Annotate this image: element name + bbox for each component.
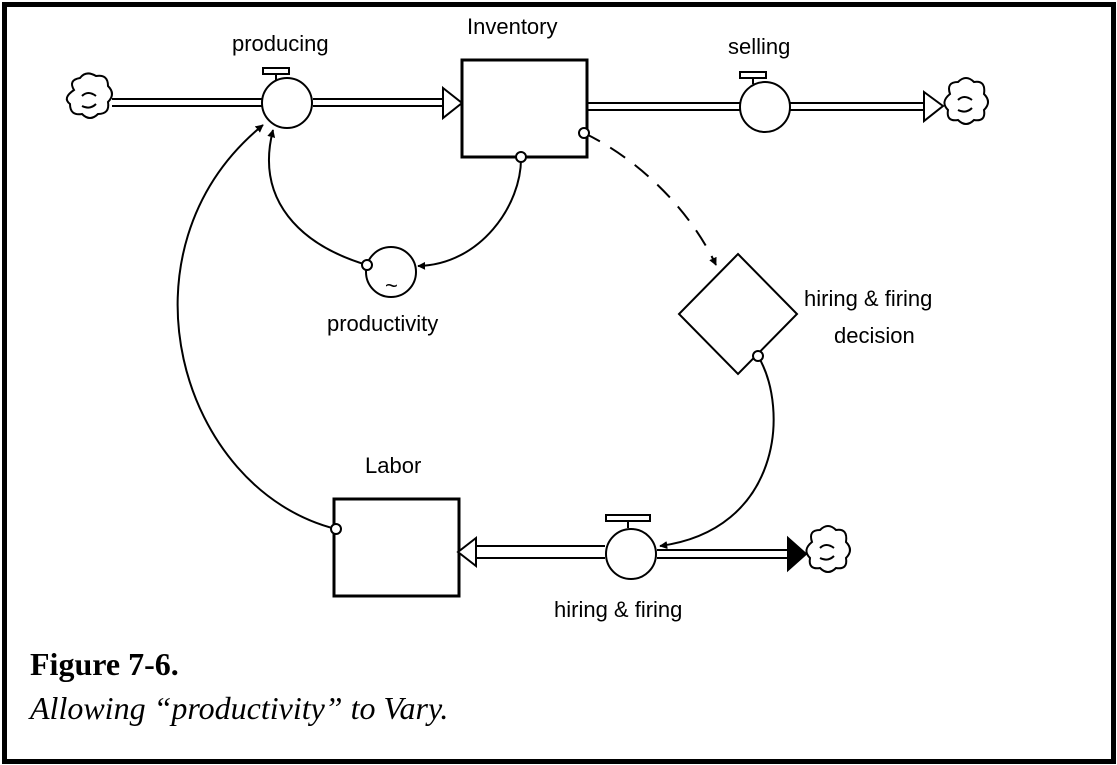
hiring-firing-decision-node [677,252,799,376]
hiring-firing-valve [605,514,657,580]
producing-valve [261,67,313,129]
productivity-label: productivity [327,311,438,336]
sink-cloud-lower-icon [805,525,851,573]
hiring-firing-label: hiring & firing [554,597,682,622]
selling-flow-pipe [587,90,945,124]
inventory-stock [460,58,589,159]
source-cloud-icon [65,72,113,119]
connector-inventory-to-decision [578,127,717,266]
selling-label: selling [728,34,790,59]
producing-flow-pipe [112,85,464,121]
figure-caption-subtitle: Allowing “productivity” to Vary. [30,690,449,726]
selling-valve [739,71,791,133]
decision-label-line1: hiring & firing [804,286,932,311]
producing-label: producing [232,31,329,56]
productivity-tilde: ~ [385,273,398,298]
connector-decision-to-hiring-firing [659,350,775,550]
inventory-label: Inventory [467,14,558,39]
figure-caption-title: Figure 7-6. [30,646,179,682]
productivity-converter [365,246,417,298]
connector-labor-to-producing [176,124,342,535]
labor-label: Labor [365,453,421,478]
sink-cloud-icon [943,77,989,125]
decision-label-line2: decision [834,323,915,348]
connector-productivity-to-producing [267,129,373,271]
connector-inventory-to-productivity [417,151,527,270]
labor-stock [332,497,461,598]
hiring-firing-flow-pipe [456,535,808,573]
